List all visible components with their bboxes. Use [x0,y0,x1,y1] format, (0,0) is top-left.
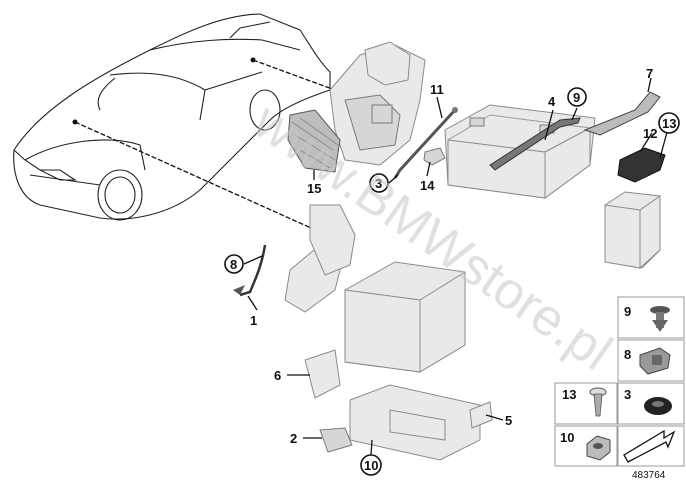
clip-14 [423,147,446,166]
callout-10: 10 [360,454,382,476]
cable-clip-icon [639,347,671,375]
battery-lower [344,261,466,373]
callout-leaders [243,77,668,456]
bracket-7 [583,91,661,136]
car-illustration [13,13,336,233]
callout-14: 14 [420,178,435,193]
battery-auxiliary [604,191,661,270]
key-panel: 9 8 13 3 10 [554,296,685,481]
svg-text:3: 3 [375,176,382,191]
key-label-3: 3 [624,387,631,402]
callout-12: 12 [643,126,657,141]
callout-6: 6 [274,368,281,383]
expanding-rivet-icon [589,387,607,417]
svg-text:11: 11 [430,82,444,97]
svg-text:1: 1 [250,313,257,328]
hold-down-bracket-4 [489,117,581,171]
relay-holder-12 [617,147,666,183]
callout-2: 2 [290,431,297,446]
svg-text:15: 15 [307,181,321,196]
svg-text:8: 8 [230,257,237,272]
insulation-mat-15 [287,109,341,173]
hex-nut-icon [586,435,611,461]
clip-2 [319,427,353,453]
callout-5: 5 [505,413,512,428]
push-rivet-icon [650,306,670,332]
callout-15: 15 [307,181,321,196]
key-label-8: 8 [624,347,631,362]
callout-4: 4 [548,94,556,109]
svg-text:7: 7 [646,66,653,81]
grommet-icon [644,397,672,415]
svg-text:12: 12 [643,126,657,141]
svg-text:2: 2 [290,431,297,446]
bracket-6 [304,349,341,399]
callout-11: 11 [430,82,444,97]
svg-text:6: 6 [274,368,281,383]
svg-text:14: 14 [420,178,435,193]
key-label-13: 13 [562,387,576,402]
battery-tray-5 [349,384,493,461]
callout-3: 3 [369,173,389,193]
battery-tray-upper [329,41,426,166]
svg-text:9: 9 [573,90,580,105]
callout-7: 7 [646,66,653,81]
svg-text:5: 5 [505,413,512,428]
callout-9: 9 [567,87,587,107]
cable-1 [233,244,267,297]
callout-13: 13 [658,112,680,134]
svg-text:10: 10 [364,458,378,473]
key-label-10: 10 [560,430,574,445]
svg-text:4: 4 [548,94,556,109]
reference-number: 483764 [632,470,666,481]
bracket-lower-left [284,204,356,313]
callout-1: 1 [250,313,257,328]
svg-text:13: 13 [662,116,676,131]
callout-8: 8 [224,254,244,274]
key-label-9: 9 [624,304,631,319]
direction-arrow-icon [623,429,676,463]
